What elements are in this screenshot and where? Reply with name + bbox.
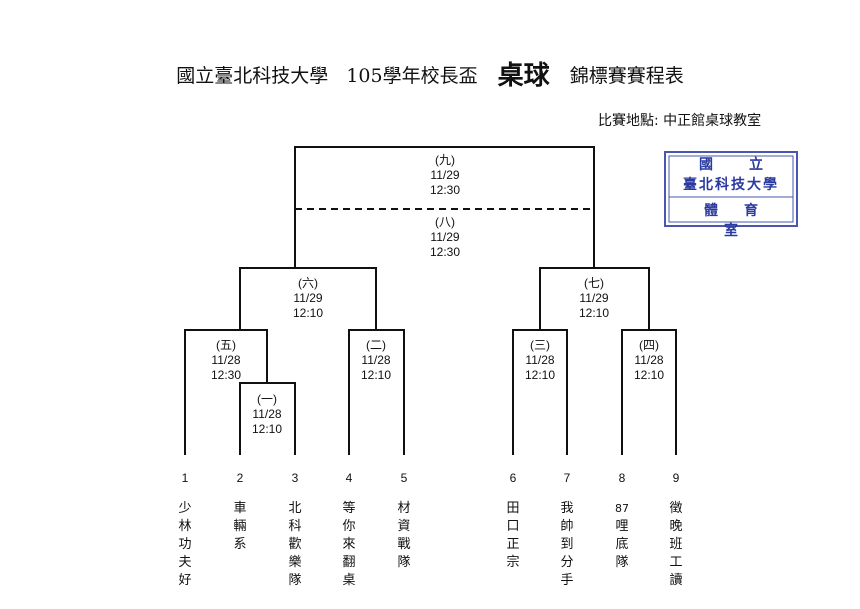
- seed-8: 8: [618, 471, 626, 485]
- title-school: 國立臺北科技大學: [176, 65, 329, 87]
- match-date: 11/28: [361, 353, 391, 367]
- match-date: 11/29: [430, 168, 460, 182]
- team-name-6: 田口正宗: [506, 501, 520, 570]
- team-name-9: 徵晚班工讀: [669, 501, 683, 588]
- match-date: 11/28: [634, 353, 664, 367]
- team-name-3: 北科歡樂隊: [288, 501, 302, 588]
- match-date: 11/29: [579, 291, 609, 305]
- seed-5: 5: [400, 471, 408, 485]
- match-3: (三) 11/28 12:10: [500, 338, 580, 383]
- match-5: (五) 11/28 12:30: [186, 338, 266, 383]
- match-time: 12:10: [360, 368, 392, 382]
- match-time: 12:10: [251, 422, 283, 436]
- title-sport: 桌球: [497, 61, 550, 91]
- stamp-line-2: 臺北科技大學: [683, 177, 779, 193]
- stamp-border: [664, 151, 798, 227]
- match-4: (四) 11/28 12:10: [609, 338, 689, 383]
- seed-2: 2: [236, 471, 244, 485]
- bracket-match-5: [184, 329, 268, 455]
- match-label: (八): [435, 215, 455, 229]
- match-time: 12:10: [292, 306, 324, 320]
- team-name-4: 等你來翻桌: [342, 501, 356, 588]
- team-name-7: 我帥到分手: [560, 501, 574, 588]
- match-time: 12:30: [429, 183, 461, 197]
- match-date: 11/29: [293, 291, 323, 305]
- match-9: (九) 11/29 12:30: [405, 153, 485, 198]
- stamp-line-1: 國立: [699, 157, 799, 173]
- match-1: (一) 11/28 12:10: [227, 392, 307, 437]
- bracket-match-6: [239, 267, 377, 330]
- bracket-match-9: [294, 146, 595, 268]
- team-name-2: 車輛系: [233, 501, 247, 552]
- match-8: (八) 11/29 12:30: [405, 215, 485, 260]
- match-label: (一): [257, 392, 277, 406]
- match-time: 12:10: [524, 368, 556, 382]
- match-label: (四): [639, 338, 659, 352]
- match-time: 12:10: [633, 368, 665, 382]
- match-2: (二) 11/28 12:10: [336, 338, 416, 383]
- seed-4: 4: [345, 471, 353, 485]
- match-date: 11/28: [525, 353, 555, 367]
- match-label: (三): [530, 338, 550, 352]
- match-time: 12:10: [578, 306, 610, 320]
- stamp-line-3: 體育室: [704, 203, 784, 239]
- official-stamp: 國立 臺北科技大學 體育室: [663, 150, 799, 239]
- seed-6: 6: [509, 471, 517, 485]
- team-name-5: 材資戰隊: [397, 501, 411, 570]
- match-label: (二): [366, 338, 386, 352]
- match-label: (七): [584, 276, 604, 290]
- match-6: (六) 11/29 12:10: [268, 276, 348, 321]
- seed-7: 7: [563, 471, 571, 485]
- title-event: 105學年校長盃: [346, 65, 478, 87]
- match-time: 12:30: [429, 245, 461, 259]
- match-date: 11/28: [211, 353, 241, 367]
- page-title: 國立臺北科技大學 105學年校長盃 桌球 錦標賽賽程表: [0, 55, 860, 92]
- match-date: 11/28: [252, 407, 282, 421]
- venue-label: 比賽地點: 中正館桌球教室: [598, 113, 762, 129]
- title-suffix: 錦標賽賽程表: [569, 65, 684, 87]
- match-label: (五): [216, 338, 236, 352]
- seed-3: 3: [291, 471, 299, 485]
- seed-9: 9: [672, 471, 680, 485]
- match-label: (六): [298, 276, 318, 290]
- match-7: (七) 11/29 12:10: [554, 276, 634, 321]
- team-name-1: 少林功夫好: [178, 501, 192, 588]
- match-label: (九): [435, 153, 455, 167]
- seed-1: 1: [181, 471, 189, 485]
- match-date: 11/29: [430, 230, 460, 244]
- match-time: 12:30: [210, 368, 242, 382]
